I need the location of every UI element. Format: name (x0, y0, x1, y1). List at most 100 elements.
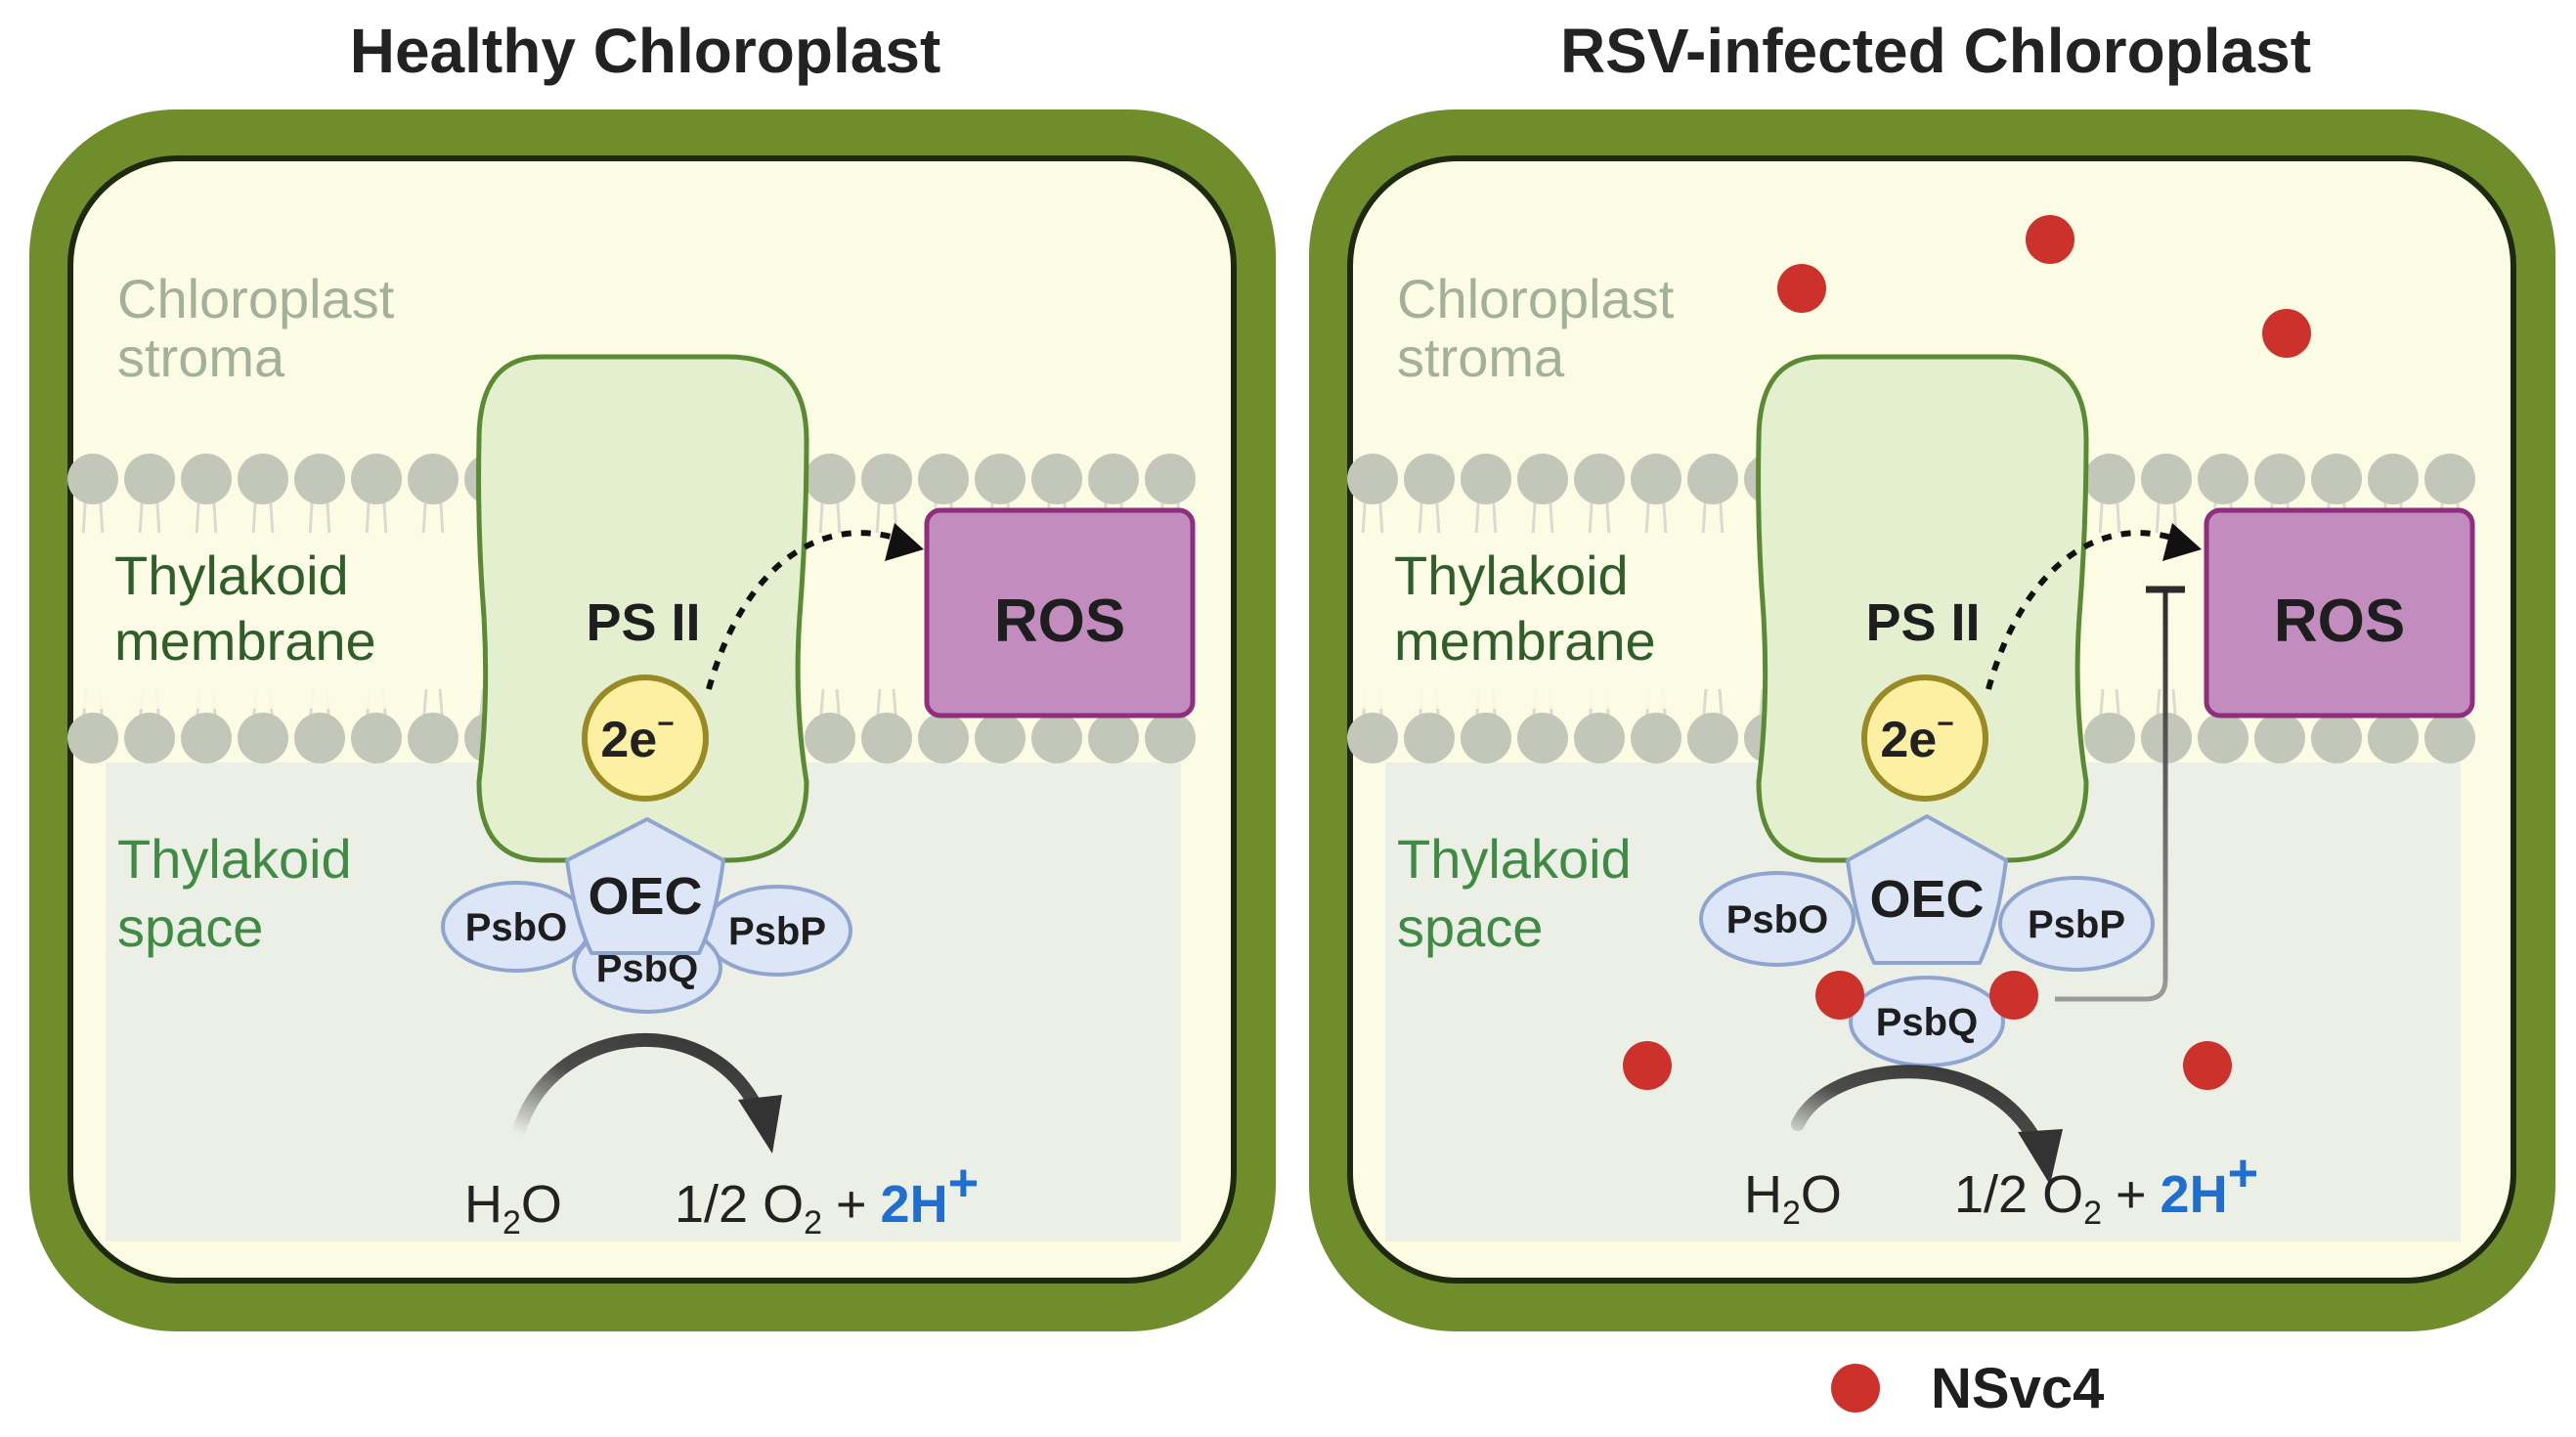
lipid-head (975, 454, 1026, 504)
lipid-head (805, 454, 855, 504)
lipid-head (1574, 454, 1625, 504)
lipid-head (1347, 454, 1398, 504)
inhibition-line (2055, 589, 2168, 1002)
psbo-label: PsbO (1726, 898, 1828, 941)
oxygen-text: 1/2 O (1954, 1165, 2083, 1224)
space-label-line2: space (117, 896, 263, 958)
lipid-head (2254, 713, 2305, 763)
lipid-head (408, 454, 458, 504)
nsvc4-dot (2262, 309, 2311, 358)
lipid-head (2084, 713, 2135, 763)
lipid-head (2311, 713, 2362, 763)
electron-count: 2e (600, 712, 657, 768)
lipid-head (1145, 713, 1196, 763)
lipid-head (238, 713, 288, 763)
lipid-head (2311, 454, 2362, 504)
lipid-head (408, 713, 458, 763)
space-label-line1: Thylakoid (117, 828, 352, 890)
lipid-head (124, 454, 175, 504)
oec-complex (1846, 814, 2008, 965)
electron-transfer-arrow (706, 530, 911, 690)
nsvc4-dot (1815, 971, 1864, 1020)
curved-arrow-icon (738, 1095, 782, 1154)
psbo-label: PsbO (465, 906, 567, 949)
legend: NSvc4 (1831, 1357, 2104, 1420)
water-subscript: 2 (502, 1204, 521, 1241)
oxygen-text: 1/2 O (675, 1175, 804, 1234)
membrane-label-line1: Thylakoid (1394, 544, 1629, 606)
infected-panel: Chloroplast stroma Thylakoid membrane Th… (1309, 109, 2555, 1331)
space-label-line1: Thylakoid (1397, 828, 1632, 890)
lipid-head (294, 454, 345, 504)
oxygen-subscript: 2 (804, 1204, 822, 1241)
lipid-head (2084, 454, 2135, 504)
dotted-arrow-icon (885, 523, 924, 561)
stroma-label-line1: Chloroplast (117, 268, 395, 329)
lipid-head (1631, 713, 1681, 763)
plus-sign: + (2116, 1165, 2147, 1224)
infected-chloroplast-title: RSV-infected Chloroplast (1559, 16, 2312, 86)
ros-box (924, 507, 1196, 718)
lipid-head (351, 454, 402, 504)
lipid-head (1145, 454, 1196, 504)
psbq-label: PsbQ (1876, 1001, 1978, 1044)
healthy-panel: Chloroplast stroma Thylakoid membrane Th… (29, 109, 1276, 1331)
ros-box (2204, 507, 2475, 718)
lipid-head (67, 713, 118, 763)
oec-complex (565, 817, 725, 955)
psii-complex (1756, 354, 2089, 863)
proton-superscript: + (948, 1154, 980, 1212)
psbp-protein (1998, 876, 2155, 972)
lipid-head (1631, 454, 1681, 504)
lipid-head (975, 713, 1026, 763)
lipid-head (1517, 713, 1568, 763)
water-h: H (464, 1175, 502, 1234)
lipid-head (1088, 454, 1139, 504)
nsvc4-particles (1623, 215, 2311, 1090)
nsvc4-dot (2183, 1041, 2232, 1090)
nsvc4-dot (1623, 1041, 1672, 1090)
plus-sign: + (836, 1175, 867, 1234)
lipid-head (1031, 713, 1082, 763)
lipid-head (2368, 713, 2419, 763)
membrane-label-line2: membrane (114, 610, 376, 672)
lipid-head (1461, 454, 1511, 504)
psbq-protein (1849, 976, 2005, 1067)
lipid-head (2141, 454, 2192, 504)
electron-count: 2e (1880, 712, 1937, 768)
lipid-head (1404, 454, 1455, 504)
proton-count: 2H (2161, 1165, 2228, 1224)
lipid-head (805, 713, 855, 763)
lipid-head (238, 454, 288, 504)
legend-nsvc4-label: NSvc4 (1931, 1357, 2104, 1420)
lipid-head (1088, 713, 1139, 763)
oxygen-subscript: 2 (2083, 1195, 2102, 1232)
lipid-head (1347, 713, 1398, 763)
electron-circle (1861, 675, 1988, 802)
lipid-head (124, 713, 175, 763)
oec-label: OEC (1869, 870, 1984, 929)
lipid-head (2424, 713, 2475, 763)
electron-label: 2e− (600, 708, 674, 768)
psbp-label: PsbP (2028, 903, 2125, 946)
proton-count: 2H (881, 1175, 948, 1234)
lipid-head (918, 713, 969, 763)
lipid-head (861, 713, 912, 763)
ros-label: ROS (2274, 588, 2405, 655)
water-o: O (521, 1175, 562, 1234)
psii-label: PS II (1865, 593, 1980, 652)
psbo-protein (1699, 871, 1856, 967)
lipid-head (1404, 713, 1455, 763)
water-oxidation-arrow (511, 1032, 764, 1141)
space-label-line2: space (1397, 896, 1543, 958)
lipid-head (351, 713, 402, 763)
lipid-head (861, 454, 912, 504)
nsvc4-dot (1777, 264, 1826, 313)
electron-label: 2e− (1880, 708, 1953, 768)
membrane-label-bg (76, 533, 414, 709)
nsvc4-dot (2026, 215, 2074, 264)
membrane-label-bg (1356, 533, 1693, 709)
lipid-head (1574, 713, 1625, 763)
lipid-head (1461, 713, 1511, 763)
